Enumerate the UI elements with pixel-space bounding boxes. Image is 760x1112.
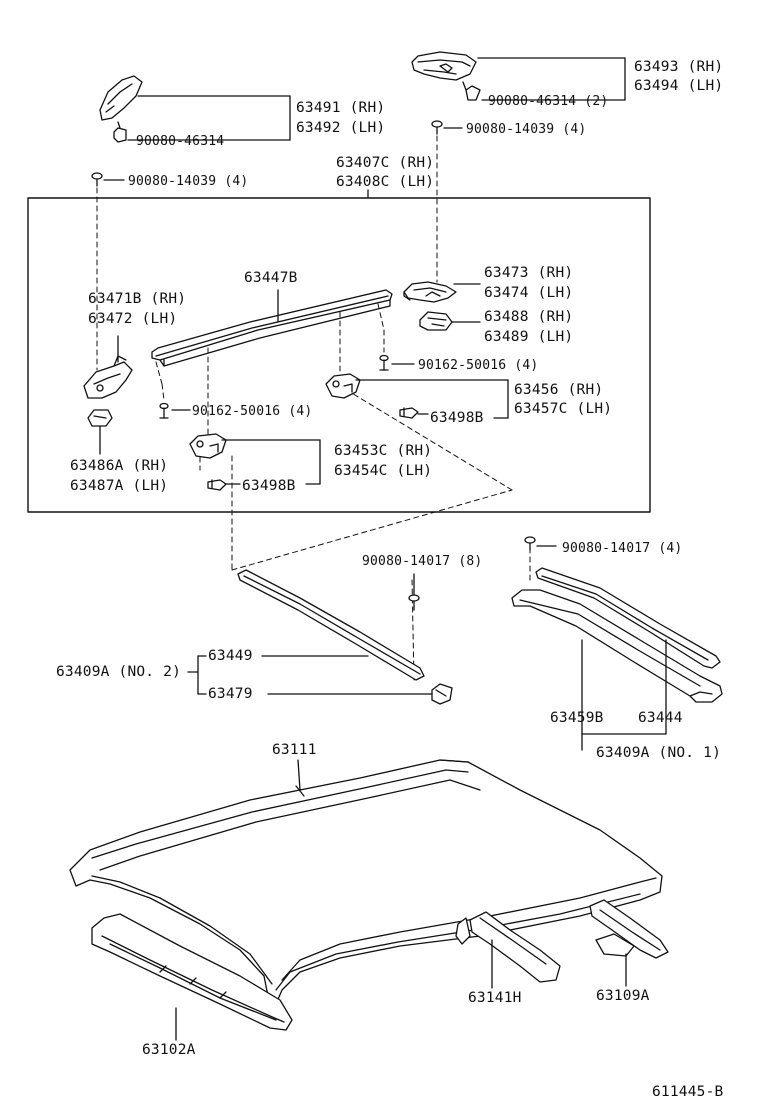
clip-63479: [431, 683, 453, 705]
label-63474: 63474 (LH): [484, 285, 574, 301]
label-90080-14017-4: 90080-14017 (4): [562, 541, 683, 556]
screw-63498b-upper: [399, 407, 419, 419]
label-90080-14039-right: 90080-14039 (4): [466, 122, 587, 137]
cushion-63486a: [87, 409, 113, 427]
roof-rail-upper: [151, 289, 393, 367]
bolt-90162-left: [159, 402, 169, 419]
bracket-63471b: [83, 355, 133, 399]
front-header: [91, 913, 293, 1031]
label-63454c: 63454C (LH): [334, 463, 433, 479]
label-63498b-upper: 63498B: [430, 410, 484, 426]
label-63486a: 63486A (RH): [70, 458, 169, 474]
label-63494: 63494 (LH): [634, 78, 724, 94]
label-63473: 63473 (RH): [484, 265, 574, 281]
label-63471b: 63471B (RH): [88, 291, 187, 307]
clip-63456: [325, 373, 361, 399]
screw-90080-14017-4: [524, 536, 536, 551]
label-63444: 63444: [638, 710, 683, 726]
roof-bow: [455, 911, 561, 983]
label-63409a-no2: 63409A (NO. 2): [56, 664, 182, 680]
label-63493: 63493 (RH): [634, 59, 724, 75]
screw-90080-14039-left: [91, 172, 103, 187]
label-63488: 63488 (RH): [484, 309, 574, 325]
rear-header: [589, 899, 669, 959]
screw-90080-14039-right: [431, 120, 443, 135]
bolt-90162-right: [379, 354, 389, 371]
roof-rail-no2: [237, 569, 425, 681]
label-63472: 63472 (LH): [88, 311, 178, 327]
label-63409a-no1: 63409A (NO. 1): [596, 745, 722, 761]
label-63111: 63111: [272, 742, 317, 758]
label-63489: 63489 (LH): [484, 329, 574, 345]
label-63487a: 63487A (LH): [70, 478, 169, 494]
end-cover-rear: [411, 51, 481, 101]
end-cover-front: [99, 75, 143, 143]
label-63453c: 63453C (RH): [334, 443, 433, 459]
label-90080-46314-2: 90080-46314 (2): [488, 94, 609, 109]
label-63459b: 63459B: [550, 710, 604, 726]
label-63408c: 63408C (LH): [336, 174, 435, 190]
label-90162-50016-right: 90162-50016 (4): [418, 358, 539, 373]
screw-63498b-lower: [207, 479, 227, 491]
label-90080-14017-8: 90080-14017 (8): [362, 554, 483, 569]
label-63141h: 63141H: [468, 990, 522, 1006]
label-63109a: 63109A: [596, 988, 650, 1004]
label-63449: 63449: [208, 648, 253, 664]
label-63457c: 63457C (LH): [514, 401, 613, 417]
label-63102a: 63102A: [142, 1042, 196, 1058]
label-63498b-lower: 63498B: [242, 478, 296, 494]
bracket-63473: [403, 281, 457, 303]
label-63491: 63491 (RH): [296, 100, 386, 116]
label-figure-number: 611445-B: [652, 1084, 724, 1100]
label-63456: 63456 (RH): [514, 382, 604, 398]
label-90080-46314: 90080-46314: [136, 134, 225, 149]
label-63407c: 63407C (RH): [336, 155, 435, 171]
label-63492: 63492 (LH): [296, 120, 386, 136]
screw-90080-14017-8: [408, 594, 420, 611]
roof-rail-no1: [511, 567, 723, 703]
label-90162-50016-left: 90162-50016 (4): [192, 404, 313, 419]
group-box: [27, 197, 651, 513]
label-63447b: 63447B: [244, 270, 298, 286]
label-63479: 63479: [208, 686, 253, 702]
alignment-lines: [96, 135, 531, 681]
label-90080-14039-left: 90080-14039 (4): [128, 174, 249, 189]
clip-63453c: [189, 433, 227, 459]
cushion-63488: [419, 311, 453, 331]
